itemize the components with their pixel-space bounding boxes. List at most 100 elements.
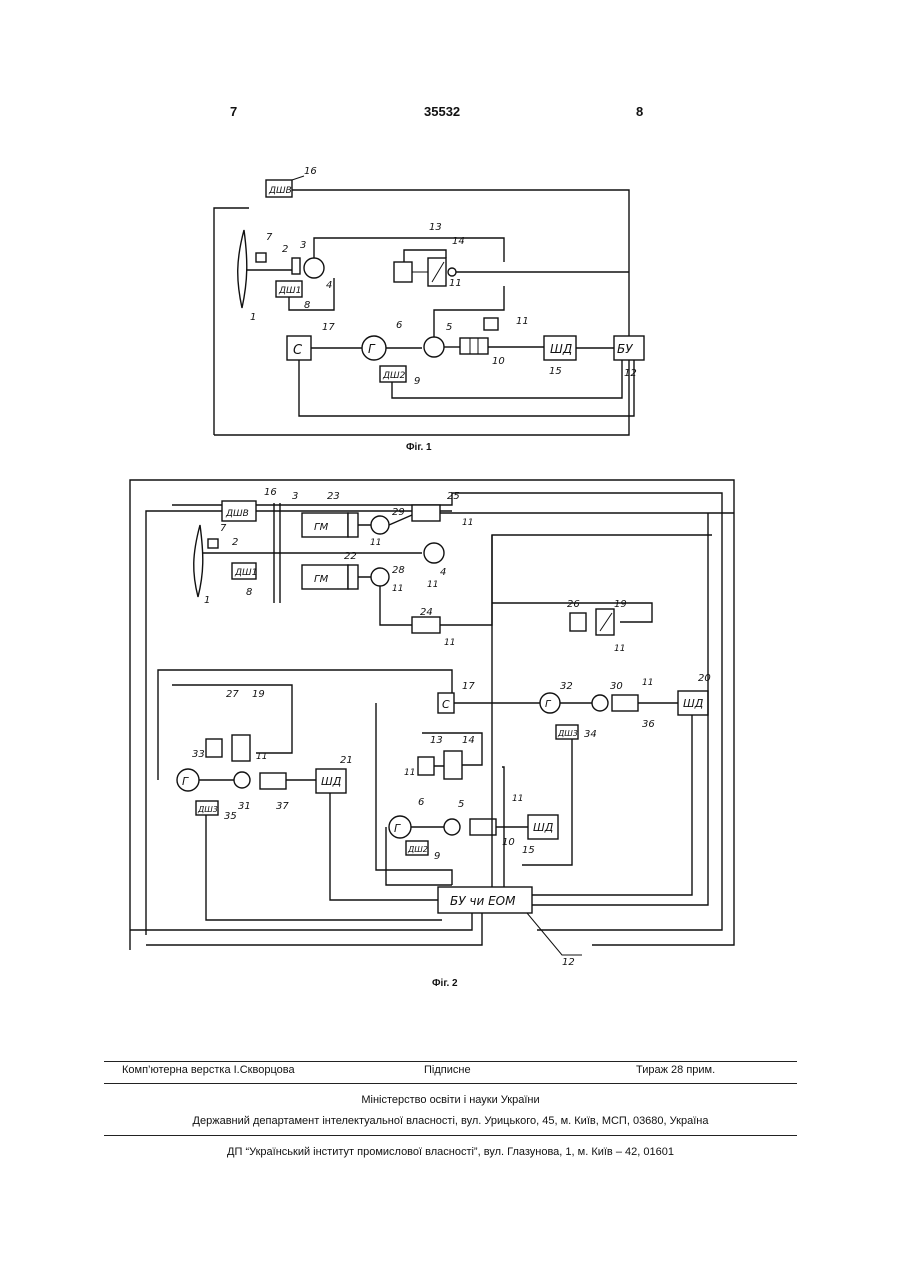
fig1-propeller-icon [238,230,247,308]
fig2-num: 11 [642,678,653,688]
fig2-num: 4 [440,567,446,578]
fig2-g33-label: Г [182,775,189,788]
fig2-num: 14 [462,735,475,746]
fig2-num: 19 [252,689,265,700]
figure-2-diagram: ДШВ 16 3 ГМ 23 29 11 25 11 1 7 2 4 11 ДШ… [122,475,748,990]
institute-line: ДП “Український інститут промислової вла… [0,1146,901,1158]
fig2-shd21-label: ШД [321,775,342,788]
fig2-num: 11 [370,538,381,548]
fig1-num: 2 [282,244,288,255]
fig2-num: 12 [562,957,575,968]
fig1-num: 14 [452,236,465,247]
figure-1-diagram: ДШВ 16 1 7 2 3 4 ДШ1 8 13 14 11 С 17 Г 6… [204,150,660,440]
fig1-num: 5 [446,322,452,333]
fig1-num: 11 [449,278,462,289]
footer-rule-middle [104,1083,797,1084]
fig2-num: 11 [404,768,415,778]
subscription-note: Підписне [424,1064,471,1076]
fig2-num: 11 [392,584,403,594]
ministry-line: Міністерство освіти і науки України [0,1094,901,1106]
department-line: Державний департамент інтелектуальної вл… [0,1115,901,1127]
fig1-num: 3 [300,240,306,251]
fig2-num: 24 [420,607,433,618]
fig1-bu-label: БУ [617,342,633,356]
fig2-num: 11 [462,518,473,528]
fig2-num: 17 [462,681,475,692]
fig2-dsh35-label: ДШ3 [197,805,218,814]
fig2-num: 26 [567,599,580,610]
fig2-num: 23 [327,491,340,502]
fig2-num: 11 [512,794,523,804]
fig2-num: 22 [344,551,357,562]
fig1-num: 6 [396,320,402,331]
fig2-num: 11 [444,638,455,648]
fig2-num: 36 [642,719,655,730]
fig2-num: 33 [192,749,205,760]
fig2-g6-label: Г [394,822,401,835]
fig2-num: 1 [204,595,210,606]
fig1-num: 1 [250,312,256,323]
fig2-dsh34-label: ДШ3 [557,729,578,738]
fig2-num: 6 [418,797,424,808]
fig2-num: 16 [264,487,277,498]
footer-rule-top [104,1061,797,1062]
fig2-num: 29 [392,507,405,518]
fig2-num: 34 [584,729,597,740]
fig1-num: 11 [516,316,529,327]
fig2-shd15-label: ШД [533,821,554,834]
fig2-gm-top-label: ГМ [314,522,329,533]
fig1-c-label: С [293,343,303,358]
fig2-num: 37 [276,801,289,812]
fig2-num: 20 [698,673,711,684]
fig2-num: 8 [246,587,252,598]
fig1-num: 17 [322,322,335,333]
fig1-dsh2-label: ДШ2 [382,371,406,381]
fig1-shd-label: ШД [550,342,572,356]
fig2-num: 2 [232,537,238,548]
fig2-num: 3 [292,491,298,502]
fig2-num: 32 [560,681,573,692]
fig2-gm-bottom-label: ГМ [314,574,329,585]
fig2-dsh1-label: ДШ1 [234,568,257,578]
circulation-note: Тираж 28 прим. [636,1064,715,1076]
fig2-num: 28 [392,565,405,576]
fig2-num: 25 [447,491,460,502]
fig1-num: 16 [304,166,317,177]
fig1-num: 9 [414,376,420,387]
fig1-pump-4-icon [304,258,324,278]
page-number-right: 8 [636,104,643,119]
fig2-num: 13 [430,735,443,746]
fig2-num: 11 [614,644,625,654]
layout-credit: Комп’ютерна верстка І.Скворцова [122,1064,295,1076]
fig2-bu-label: БУ чи ЕОМ [450,894,516,908]
fig2-num: 9 [434,851,440,862]
footer-rule-bottom [104,1135,797,1136]
fig1-num: 12 [624,368,637,379]
fig2-shd20-label: ШД [683,697,704,710]
fig1-num: 4 [326,280,332,291]
fig2-num: 5 [458,799,464,810]
fig2-num: 11 [427,580,438,590]
fig2-num: 15 [522,845,535,856]
fig2-num: 30 [610,681,623,692]
fig2-dshv-label: ДШВ [225,509,249,519]
fig2-num: 19 [614,599,627,610]
fig2-num: 31 [238,801,251,812]
fig1-dsh1-label: ДШ1 [278,286,301,296]
fig1-num: 7 [266,232,273,243]
fig2-c-label: С [442,698,450,711]
patent-number: 35532 [424,104,460,119]
fig2-dsh9-label: ДШ2 [407,845,428,854]
fig2-num: 21 [340,755,353,766]
figure-1-caption: Фіг. 1 [406,442,432,453]
figure-2-caption: Фіг. 2 [432,978,458,989]
fig2-num: 27 [226,689,239,700]
fig1-motor-5-icon [424,337,444,357]
fig1-num: 15 [549,366,562,377]
fig2-propeller-icon [194,525,203,597]
fig1-num: 13 [429,222,442,233]
fig1-num: 10 [492,356,505,367]
fig2-num: 35 [224,811,237,822]
page-number-left: 7 [230,104,237,119]
fig1-dshv-label: ДШВ [268,186,292,196]
